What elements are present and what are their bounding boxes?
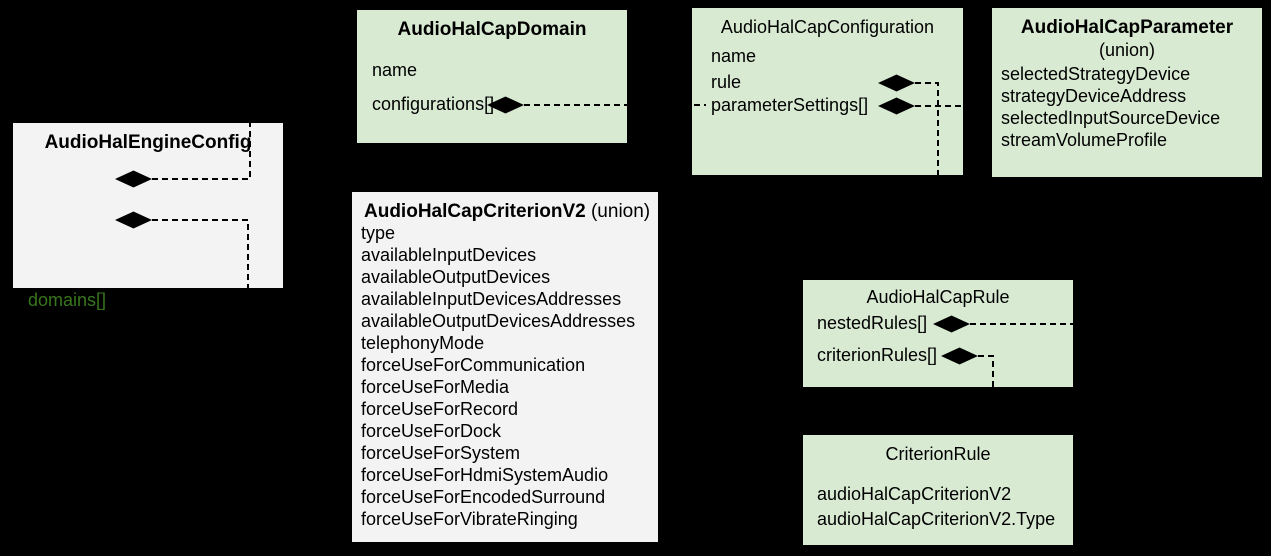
field-force-use-for-system: forceUseForSystem xyxy=(361,443,521,463)
class-subtitle-union: (union) xyxy=(1098,40,1156,60)
field-rule: rule xyxy=(711,72,742,92)
class-box-audio-hal-cap-rule: AudioHalCapRule nestedRules[] criterionR… xyxy=(803,280,1073,387)
field-selected-strategy-device: selectedStrategyDevice xyxy=(1001,64,1191,84)
field-strategy-device-address: strategyDeviceAddress xyxy=(1001,86,1187,106)
class-title: AudioHalCapParameter xyxy=(1020,17,1234,38)
field-criteria-v2: criteriaV2[] xyxy=(28,331,115,351)
field-force-use-for-encoded-surround: forceUseForEncodedSurround xyxy=(361,487,606,507)
field-force-use-for-hdmi-system-audio: forceUseForHdmiSystemAudio xyxy=(361,465,609,485)
field-force-use-for-vibrate-ringing: forceUseForVibrateRinging xyxy=(361,509,578,529)
field-parameter-settings: parameterSettings[] xyxy=(711,95,869,115)
field-audio-hal-cap-criterion-v2-type: audioHalCapCriterionV2.Type xyxy=(817,509,1056,529)
class-subtitle-union: (union) xyxy=(590,201,651,222)
class-title-name: AudioHalCapCriterionV2 xyxy=(364,201,586,222)
class-title: AudioHalEngineConfig xyxy=(44,132,252,153)
class-title: AudioHalCapRule xyxy=(866,287,1010,307)
class-box-audio-hal-cap-configuration: AudioHalCapConfiguration name rule param… xyxy=(692,8,963,175)
class-box-criterion-rule: CriterionRule audioHalCapCriterionV2 aud… xyxy=(803,435,1073,545)
field-audio-hal-cap-criterion-v2: audioHalCapCriterionV2 xyxy=(817,484,1012,504)
class-title: AudioHalCapDomain xyxy=(397,19,587,40)
class-title: CriterionRule xyxy=(885,444,991,464)
class-box-audio-hal-cap-criterion-v2: AudioHalCapCriterionV2 (union) type avai… xyxy=(352,192,658,542)
field-configurations: configurations[] xyxy=(372,94,495,114)
class-title: AudioHalCapCriterionV2 (union) xyxy=(364,201,650,223)
field-domains: domains[] xyxy=(28,290,107,310)
class-title: AudioHalCapConfiguration xyxy=(720,17,935,37)
field-telephony-mode: telephonyMode xyxy=(361,333,485,353)
field-force-use-for-dock: forceUseForDock xyxy=(361,421,502,441)
field-available-input-devices: availableInputDevices xyxy=(361,245,537,265)
class-box-audio-hal-cap-domain: AudioHalCapDomain name configurations[] xyxy=(357,10,627,143)
field-selected-input-source-device: selectedInputSourceDevice xyxy=(1001,108,1221,128)
field-name: name xyxy=(711,46,757,66)
class-box-audio-hal-cap-parameter: AudioHalCapParameter (union) selectedStr… xyxy=(992,8,1262,177)
field-available-input-devices-addresses: availableInputDevicesAddresses xyxy=(361,289,622,309)
field-list: selectedStrategyDevice strategyDeviceAdd… xyxy=(1001,63,1220,151)
field-stream-volume-profile: streamVolumeProfile xyxy=(1001,130,1168,150)
field-type: type xyxy=(361,223,396,243)
field-force-use-for-record: forceUseForRecord xyxy=(361,399,519,419)
field-available-output-devices: availableOutputDevices xyxy=(361,267,551,287)
field-force-use-for-media: forceUseForMedia xyxy=(361,377,510,397)
field-criterion-rules: criterionRules[] xyxy=(817,345,938,365)
field-list: audioHalCapCriterionV2 audioHalCapCriter… xyxy=(817,482,1055,532)
field-available-output-devices-addresses: availableOutputDevicesAddresses xyxy=(361,311,636,331)
field-list: type availableInputDevices availableOutp… xyxy=(361,222,635,530)
field-nested-rules: nestedRules[] xyxy=(817,313,928,333)
class-box-audio-hal-engine-config: AudioHalEngineConfig domains[] criteriaV… xyxy=(13,123,283,351)
field-force-use-for-communication: forceUseForCommunication xyxy=(361,355,586,375)
field-name: name xyxy=(372,60,418,80)
